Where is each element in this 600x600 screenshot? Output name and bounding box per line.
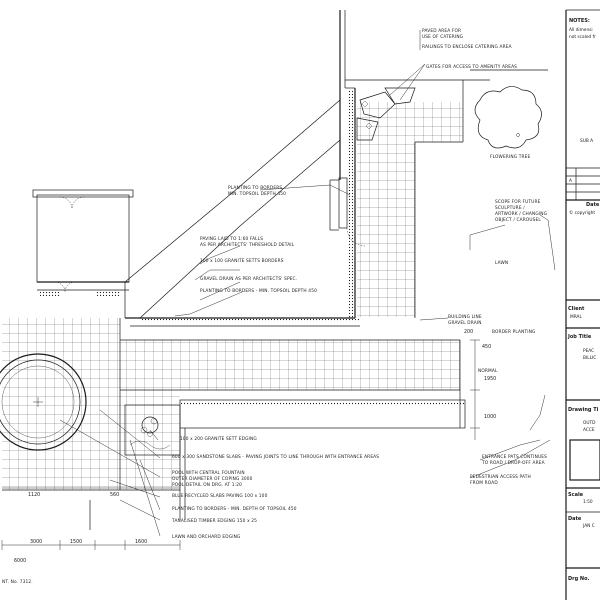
label-pool-1: POOL WITH CENTRAL FOUNTAIN [172,470,245,476]
notes-line-2: not scaled fr [569,34,596,40]
label-borders-top-2: MIN. TOPSOIL DEPTH 450 [228,191,286,197]
job-line-2: BILLIC [583,355,596,361]
dimension-lines [1,339,480,550]
copyright: © copyright [569,209,595,216]
label-building-line-1: BUILDING LINE [448,314,482,320]
label-blue-slabs: BLUE RECYCLED SLABS PAVING 100 x 100 [172,493,268,499]
dim-1000: 1000 [484,414,496,420]
label-lawn-orchard: LAWN AND ORCHARD EDGING [172,534,240,540]
job-line-1: PEAC [583,348,594,354]
drg-no-label: Drg No. [568,576,590,582]
client-value: MRAL [570,314,582,320]
label-entrance-pats-2: TO ROAD / DROP-OFF AREA [481,460,545,466]
client-label: Client [568,306,585,312]
label-pedestrian-path-1: PEDESTRIAN ACCESS PATH [470,474,531,480]
pool-fountain [0,353,87,451]
scale-value: 1:50 [583,499,593,505]
notes-line-1: All dimensi [569,27,593,33]
dim-560: 560 [110,492,119,498]
dim-200: 200 [464,329,473,335]
label-scope-1: SCOPE FOR FUTURE [495,199,541,205]
label-scope-2: SCULPTURE / [495,205,525,211]
label-pool-2: OUTER DIAMETER OF COPING 3000 [172,476,253,482]
sub-label: SUB A [580,138,593,144]
notes-heading: NOTES: [569,18,590,24]
date2-value: JAN C [582,523,595,529]
scale-label: Scale [568,492,584,498]
lower-outline [2,318,461,530]
label-pedestrian-path-2: FROM ROAD [470,480,498,486]
dimension-labels: 200 450 1950 1000 1120 560 3000 1500 160… [14,329,496,564]
label-paving-falls-2: AS PER ARCHITECTS' THRESHOLD DETAIL [200,242,295,248]
footer-license-text: NT. No. 7312. [2,579,33,585]
label-building-line-2: GRAVEL DRAIN [448,320,482,326]
building-walls [124,10,548,327]
label-sandstone-slabs: 600 x 300 SANDSTONE SLABS - PAVING JOINT… [172,454,379,460]
label-border-planting: BORDER PLANTING [492,329,536,335]
label-borders-mid: PLANTING TO BORDERS - MIN. TOPSOIL DEPTH… [200,288,317,294]
label-normal: NORMAL [478,368,498,374]
label-paving-falls-1: PAVING LAID TO 1:60 FALLS [200,236,263,242]
label-gravel-drain: GRAVEL DRAIN AS PER ARCHITECTS' SPEC. [200,276,297,282]
dim-3000: 3000 [30,539,42,545]
leader-lines [59,30,556,537]
label-paved-area-1: PAVED AREA FOR [422,28,461,34]
date-label: Date [586,202,600,208]
label-granite-sett-edging: 100 x 200 GRANITE SETT EDGING [180,436,257,442]
drawing-title-label: Drawing Ti [568,407,599,413]
title-block: NOTES: All dimensi not scaled fr SUB A A… [565,9,600,600]
dim-450: 450 [482,344,491,350]
annotations: PAVED AREA FOR USE OF CATERING RAILINGS … [171,28,547,540]
revision-a: A [569,178,572,184]
job-title-label: Job Title [567,334,592,340]
label-gates: GATES FOR ACCESS TO AMENITY AREAS [426,64,517,70]
label-timber-edging: TANALISED TIMBER EDGING 150 x 25 [171,518,257,524]
label-flowering-tree: FLOWERING TREE [490,154,530,160]
drawing-line-2: ACCE [583,427,595,433]
label-entrance-pats-1: ENTRANCE PATS CONTINUES [482,454,547,460]
label-railings: RAILINGS TO ENCLOSE CATERING AREA [422,44,512,50]
label-scope-4: OBJECT / CAROUSEL [495,217,541,223]
pavilion-structure [32,189,134,296]
drawing-line-1: OUTD [583,420,596,426]
label-paved-area-2: USE OF CATERING [422,34,463,40]
label-borders-top-1: PLANTING TO BORDERS [228,185,282,191]
dim-1120: 1120 [28,492,40,498]
dim-1600: 1600 [135,539,147,545]
dim-1500: 1500 [70,539,82,545]
label-borders-low: PLANTING TO BORDERS - MIN. DEPTH OF TOPS… [172,506,297,512]
label-pool-3: POOL DETAIL ON DRG. AT 1:20 [172,482,242,488]
label-lawn: LAWN [495,260,508,266]
label-granite-setts-100: 100 x 100 GRANITE SETTS BORDERS [200,258,284,264]
label-scope-3: ARTWORK / CHANGING [495,211,547,217]
flowering-tree [474,86,542,149]
dim-6000: 6000 [14,558,26,564]
dim-1950: 1950 [484,376,496,382]
date2-label: Date [568,516,582,522]
